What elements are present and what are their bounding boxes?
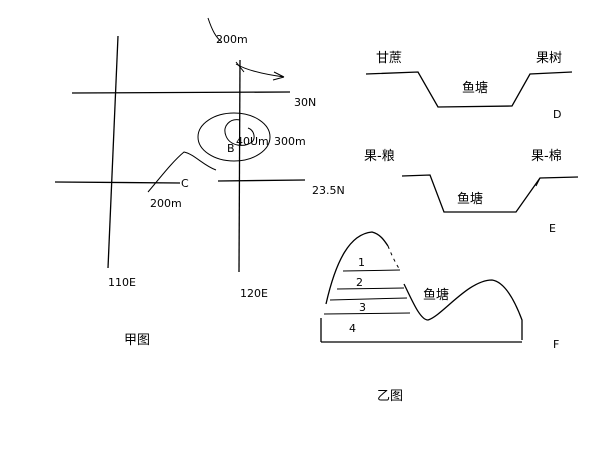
- profile-e-tag: E: [549, 222, 556, 235]
- contour-200m-top: [207, 17, 223, 43]
- map-jia: 200m 30N 40Um 300m B C 23.5N 200m 110E 1…: [54, 17, 345, 348]
- contour-300m: [197, 112, 271, 162]
- longitude-label-110e: 110E: [108, 276, 136, 289]
- latitude-line-23-5n-east: [217, 179, 306, 182]
- section-yi: 甘蔗 鱼塘 果树 D 果-粮 鱼塘 果-棉 E 1 2 3 4 鱼塘 F 乙图: [320, 51, 579, 404]
- profile-f-stratum-2: [336, 287, 405, 290]
- caption-yi: 乙图: [377, 389, 403, 404]
- profile-e-line: [401, 174, 579, 213]
- summit-label: 40Um: [236, 135, 269, 148]
- profile-d-tag: D: [553, 108, 561, 121]
- profile-f-stratum-4: [323, 312, 411, 315]
- profile-f-layer-3: 3: [359, 301, 366, 314]
- profile-f-middle-label: 鱼塘: [423, 287, 449, 303]
- contour-label-200m-bottom: 200m: [150, 197, 182, 210]
- profile-d-middle-label: 鱼塘: [462, 80, 488, 96]
- profile-e-middle-label: 鱼塘: [457, 191, 483, 207]
- point-label-b: B: [227, 142, 235, 155]
- profile-e-tick: [535, 177, 541, 187]
- profile-f-valley: [403, 279, 523, 340]
- point-label-c: C: [181, 177, 189, 190]
- contour-label-200m-top: 200m: [216, 33, 248, 46]
- profile-f-layer-1: 1: [358, 256, 365, 269]
- latitude-label-23-5n: 23.5N: [312, 184, 345, 197]
- profile-d-line: [365, 71, 573, 108]
- profile-f-hill: [325, 231, 389, 305]
- contour-inner: [224, 119, 255, 146]
- profile-f-layer-4: 4: [349, 322, 356, 335]
- profile-f-stratum-3: [329, 297, 408, 301]
- longitude-line-120e: [238, 59, 241, 273]
- profile-e-right-label: 果-棉: [531, 149, 562, 164]
- contour-label-300m: 300m: [274, 135, 306, 148]
- river-arrow: [235, 63, 285, 81]
- arrow-tick: [235, 61, 245, 73]
- profile-f-hill-dash: [387, 245, 401, 271]
- profile-f-tag: F: [553, 338, 559, 351]
- profile-d-right-label: 果树: [536, 51, 562, 66]
- latitude-line-30n: [71, 91, 291, 94]
- profile-d-left-label: 甘蔗: [376, 51, 402, 66]
- caption-jia: 甲图: [124, 333, 150, 348]
- profile-f-stratum-1: [342, 269, 401, 272]
- longitude-label-120e: 120E: [240, 287, 268, 300]
- latitude-label-30n: 30N: [294, 96, 316, 109]
- latitude-line-23-5n: [54, 181, 181, 184]
- contour-200m-ridge: [147, 151, 217, 193]
- longitude-line-110e: [107, 35, 119, 269]
- profile-f-layer-2: 2: [356, 276, 363, 289]
- profile-e-left-label: 果-粮: [364, 149, 395, 164]
